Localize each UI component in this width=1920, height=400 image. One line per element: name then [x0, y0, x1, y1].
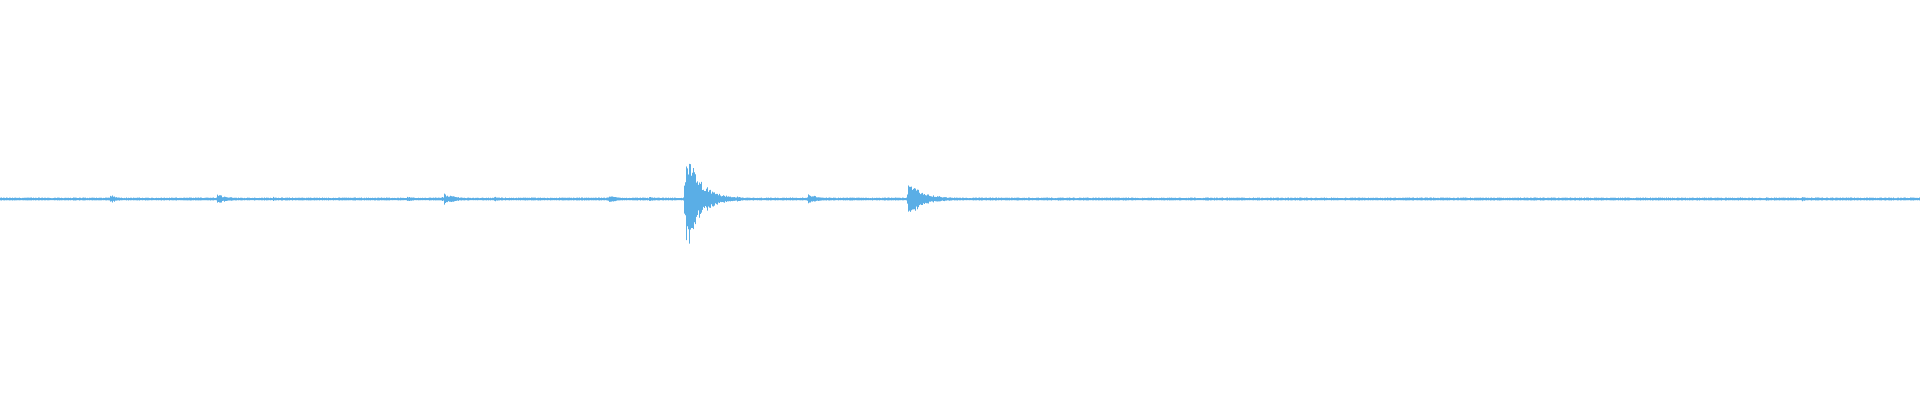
- waveform-trace: [0, 163, 1920, 244]
